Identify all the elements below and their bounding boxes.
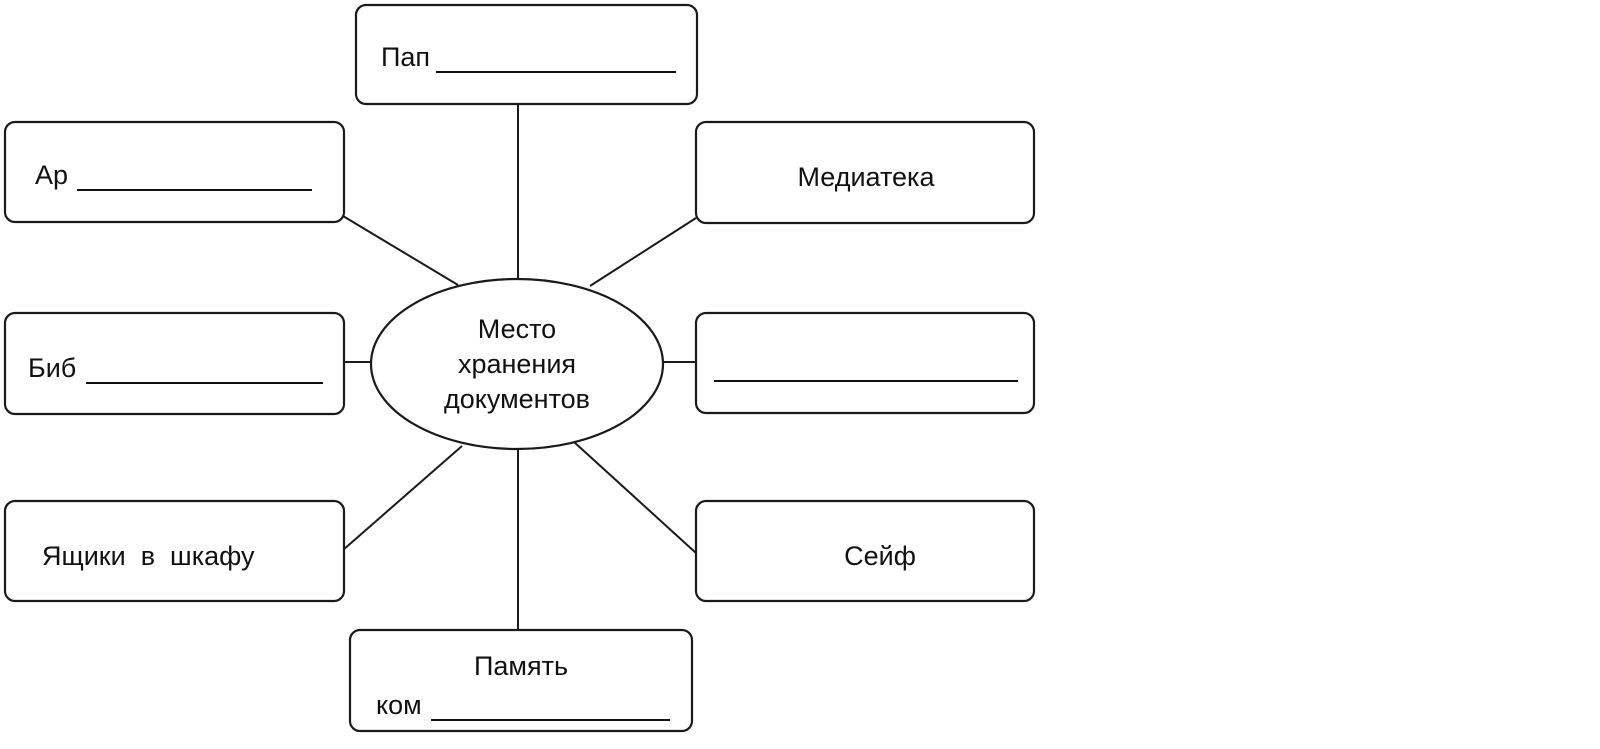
connector-top-right	[589, 217, 697, 287]
box-mid-right	[694, 311, 1036, 415]
box-mid-left-frame	[3, 311, 346, 416]
box-bottom-left-frame	[3, 499, 346, 603]
box-top-left-prefix: Ар	[35, 160, 68, 190]
box-top-left-frame	[3, 120, 346, 224]
center-line-1: Место	[478, 314, 556, 344]
connector-top-left	[342, 215, 459, 286]
box-top-prefix: Пап	[381, 42, 430, 72]
box-top-left: Ар	[3, 120, 346, 224]
box-top-right-text: Медиатека	[798, 162, 936, 192]
box-bottom-frame	[348, 628, 694, 733]
box-top-right: Медиатека	[694, 120, 1036, 225]
box-bottom-right-frame	[694, 499, 1036, 603]
box-top: Пап	[354, 3, 699, 106]
box-bottom-left: Ящики в шкафу	[3, 499, 346, 603]
box-mid-right-frame	[694, 311, 1036, 415]
center-line-2: хранения	[458, 349, 576, 379]
box-mid-left: Биб	[3, 311, 346, 416]
center-ellipse	[369, 277, 665, 451]
box-mid-left-prefix: Биб	[28, 353, 76, 383]
box-top-right-frame	[694, 120, 1036, 225]
center-node: Место хранения документов	[369, 277, 665, 451]
box-top-frame	[354, 3, 699, 106]
box-bottom-line1: Память	[474, 651, 568, 681]
box-bottom-prefix: ком	[376, 690, 422, 720]
connectors	[342, 103, 697, 630]
connector-bottom-left	[342, 445, 463, 551]
box-bottom-right: Сейф	[694, 499, 1036, 603]
center-line-3: документов	[444, 384, 590, 414]
connector-bottom-right	[573, 441, 697, 554]
box-bottom: Память ком	[348, 628, 694, 733]
box-bottom-right-text: Сейф	[844, 541, 916, 571]
box-bottom-left-text: Ящики в шкафу	[42, 541, 255, 571]
